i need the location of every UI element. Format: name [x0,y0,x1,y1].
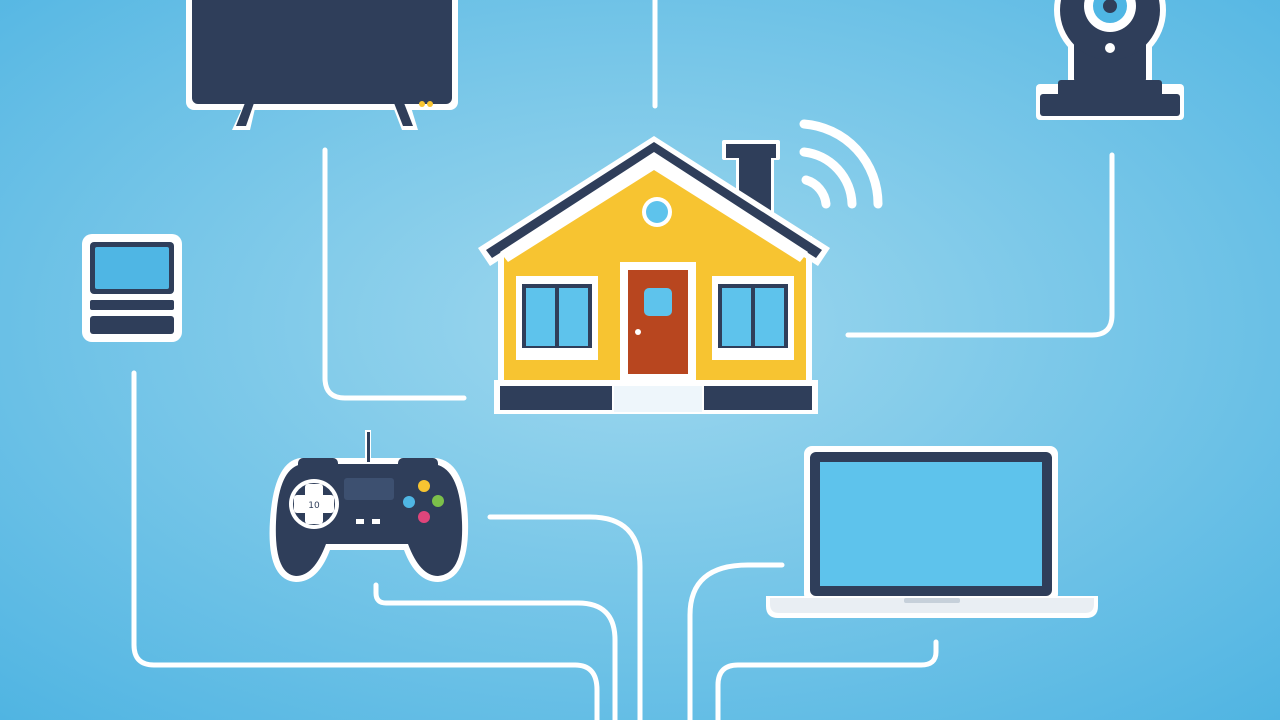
attic-window [646,201,668,223]
action-button-left [403,496,415,508]
tablet-to-bottom-line [131,370,600,720]
house-base-right [704,386,812,410]
laptop-screen [820,462,1042,586]
dpad-label: 10 [308,501,320,511]
gamepad-to-bottom-line-inner [373,582,618,720]
action-button-bottom [418,511,430,523]
laptop-to-bottom-line-lower [715,639,939,720]
action-button-right [432,495,444,507]
left-window [526,288,555,346]
front-steps [614,386,702,412]
webcam-to-house-line [845,152,1115,338]
laptop-to-bottom-line-upper [687,562,785,720]
tv-to-house-line [322,147,467,401]
laptop-base [770,598,1094,613]
right-window [722,288,751,346]
house-base-left [500,386,612,410]
gamepad-to-bottom-line-outer [487,514,643,720]
door [628,270,688,374]
action-button-top [418,480,430,492]
